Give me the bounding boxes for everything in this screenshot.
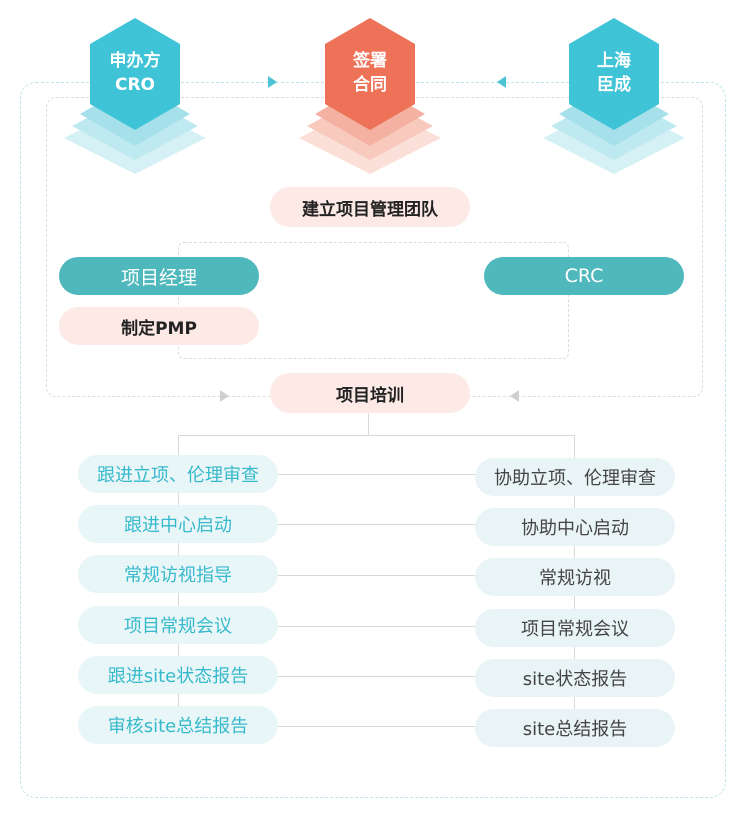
crc-task: site总结报告: [475, 709, 675, 747]
pm-task: 项目常规会议: [78, 606, 278, 644]
contract-line2: 合同: [353, 75, 387, 95]
crc-task: 常规访视: [475, 558, 675, 596]
connector-line: [276, 626, 476, 627]
role-frame: [178, 242, 569, 359]
shanghai-line2: 臣成: [597, 75, 631, 95]
arrow-right-icon: [268, 76, 277, 88]
arrow-right-icon: [220, 390, 229, 402]
crc-task: 协助立项、伦理审查: [475, 458, 675, 496]
contract-node: 签署 合同: [315, 49, 425, 97]
team-node: 建立项目管理团队: [270, 187, 470, 227]
connector-line: [368, 412, 369, 436]
pm-task: 审核site总结报告: [78, 706, 278, 744]
crc-task: site状态报告: [475, 659, 675, 697]
pm-task: 跟进site状态报告: [78, 656, 278, 694]
pm-node: 项目经理: [59, 257, 259, 295]
contract-line1: 签署: [353, 51, 387, 71]
shanghai-line1: 上海: [597, 51, 631, 71]
shanghai-hex-icon: [543, 18, 685, 174]
crc-task: 项目常规会议: [475, 609, 675, 647]
connector-line: [276, 524, 476, 525]
sponsor-hex-icon: [64, 18, 206, 174]
contract-hex-icon: [299, 18, 441, 174]
connector-line: [276, 474, 476, 475]
connector-line: [276, 676, 476, 677]
sponsor-line2: CRO: [114, 75, 156, 95]
pmp-node: 制定PMP: [59, 307, 259, 345]
sponsor-line1: 申办方: [109, 51, 161, 71]
connector-line: [276, 726, 476, 727]
training-node: 项目培训: [270, 373, 470, 413]
connector-line: [276, 575, 476, 576]
pm-task: 跟进中心启动: [78, 505, 278, 543]
arrow-left-icon: [510, 390, 519, 402]
shanghai-node: 上海 臣成: [559, 49, 669, 97]
pm-task: 常规访视指导: [78, 555, 278, 593]
crc-task: 协助中心启动: [475, 508, 675, 546]
crc-node: CRC: [484, 257, 684, 295]
arrow-left-icon: [497, 76, 506, 88]
connector-line: [178, 435, 575, 436]
hexagon-stacks: [64, 18, 685, 174]
pm-task: 跟进立项、伦理审查: [78, 455, 278, 493]
sponsor-node: 申办方 CRO: [80, 49, 190, 97]
